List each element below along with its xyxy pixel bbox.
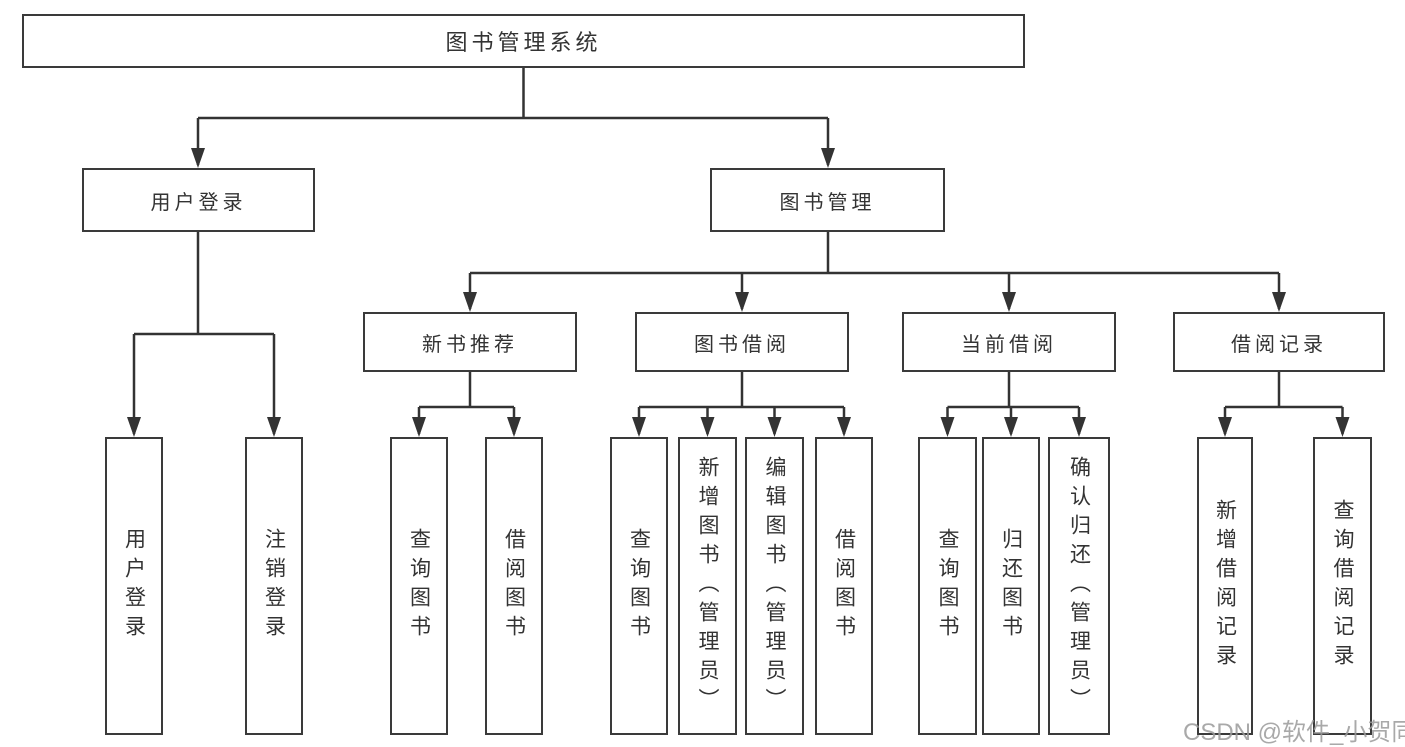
node-label: 归还图书 [999, 528, 1023, 644]
connector-book-management [463, 232, 1286, 312]
node-label: 借阅图书 [832, 528, 856, 644]
node-label: 注销登录 [262, 528, 286, 644]
node-borrow-books-recommend: 借阅图书 [485, 437, 543, 735]
arrow-down-icon [632, 417, 646, 437]
connector-root [191, 68, 835, 168]
connector-current-borrowing [940, 372, 1086, 437]
node-borrow-books: 借阅图书 [815, 437, 873, 735]
node-confirm-return-admin: 确认归还（管理员） [1048, 437, 1110, 735]
node-label: 图书管理系统 [445, 30, 602, 55]
arrow-down-icon [191, 148, 205, 168]
arrow-down-icon [1218, 417, 1232, 437]
node-query-borrow-record: 查询借阅记录 [1313, 437, 1372, 735]
node-label: 查询图书 [627, 528, 651, 644]
arrow-down-icon [700, 417, 715, 437]
connector-new-book-recommend [412, 372, 521, 437]
node-add-borrow-record: 新增借阅记录 [1197, 437, 1253, 735]
watermark: CSDN @软件_小贺同学 [1183, 719, 1405, 746]
arrow-down-icon [267, 417, 281, 437]
arrow-down-icon [1335, 417, 1350, 437]
node-label: 新增借阅记录 [1213, 499, 1237, 673]
arrow-down-icon [127, 417, 141, 437]
connector-book-borrowing [632, 372, 851, 437]
node-label: 编辑图书（管理员） [763, 455, 786, 717]
arrow-down-icon [1004, 417, 1018, 437]
node-query-books-recommend: 查询图书 [390, 437, 448, 735]
arrow-down-icon [940, 417, 955, 437]
node-logout: 注销登录 [245, 437, 303, 735]
node-query-books-current: 查询图书 [918, 437, 977, 735]
connector-user-login [127, 232, 281, 437]
node-book-management: 图书管理 [710, 168, 945, 232]
node-label: 确认归还（管理员） [1067, 455, 1091, 717]
arrow-down-icon [735, 292, 749, 312]
node-query-books-borrowing: 查询图书 [610, 437, 668, 735]
node-user-login-module: 用户登录 [82, 168, 315, 232]
arrow-down-icon [821, 148, 835, 168]
node-label: 查询借阅记录 [1331, 499, 1354, 673]
node-label: 查询图书 [407, 528, 431, 644]
node-label: 借阅图书 [502, 528, 526, 644]
arrow-down-icon [767, 417, 782, 437]
arrow-down-icon [837, 417, 851, 437]
node-return-books: 归还图书 [982, 437, 1040, 735]
arrow-down-icon [412, 417, 426, 437]
node-book-borrowing: 图书借阅 [635, 312, 849, 372]
node-label: 借阅记录 [1231, 333, 1327, 356]
arrow-down-icon [1272, 292, 1286, 312]
node-label: 新书推荐 [422, 333, 518, 356]
node-add-book-admin: 新增图书（管理员） [678, 437, 737, 735]
node-label: 用户登录 [150, 191, 247, 214]
arrow-down-icon [507, 417, 521, 437]
node-user-login: 用户登录 [105, 437, 163, 735]
arrow-down-icon [1072, 417, 1086, 437]
node-edit-book-admin: 编辑图书（管理员） [745, 437, 804, 735]
node-current-borrowing: 当前借阅 [902, 312, 1116, 372]
arrow-down-icon [463, 292, 477, 312]
node-new-book-recommend: 新书推荐 [363, 312, 577, 372]
node-library-system: 图书管理系统 [22, 14, 1025, 68]
connector-borrowing-records [1218, 372, 1350, 437]
arrow-down-icon [1002, 292, 1016, 312]
node-borrowing-records: 借阅记录 [1173, 312, 1385, 372]
node-label: 查询图书 [936, 528, 959, 644]
node-label: 图书管理 [779, 191, 876, 214]
node-label: 新增图书（管理员） [696, 455, 719, 717]
node-label: 用户登录 [122, 528, 146, 644]
node-label: 当前借阅 [961, 333, 1057, 356]
node-label: 图书借阅 [694, 333, 790, 356]
